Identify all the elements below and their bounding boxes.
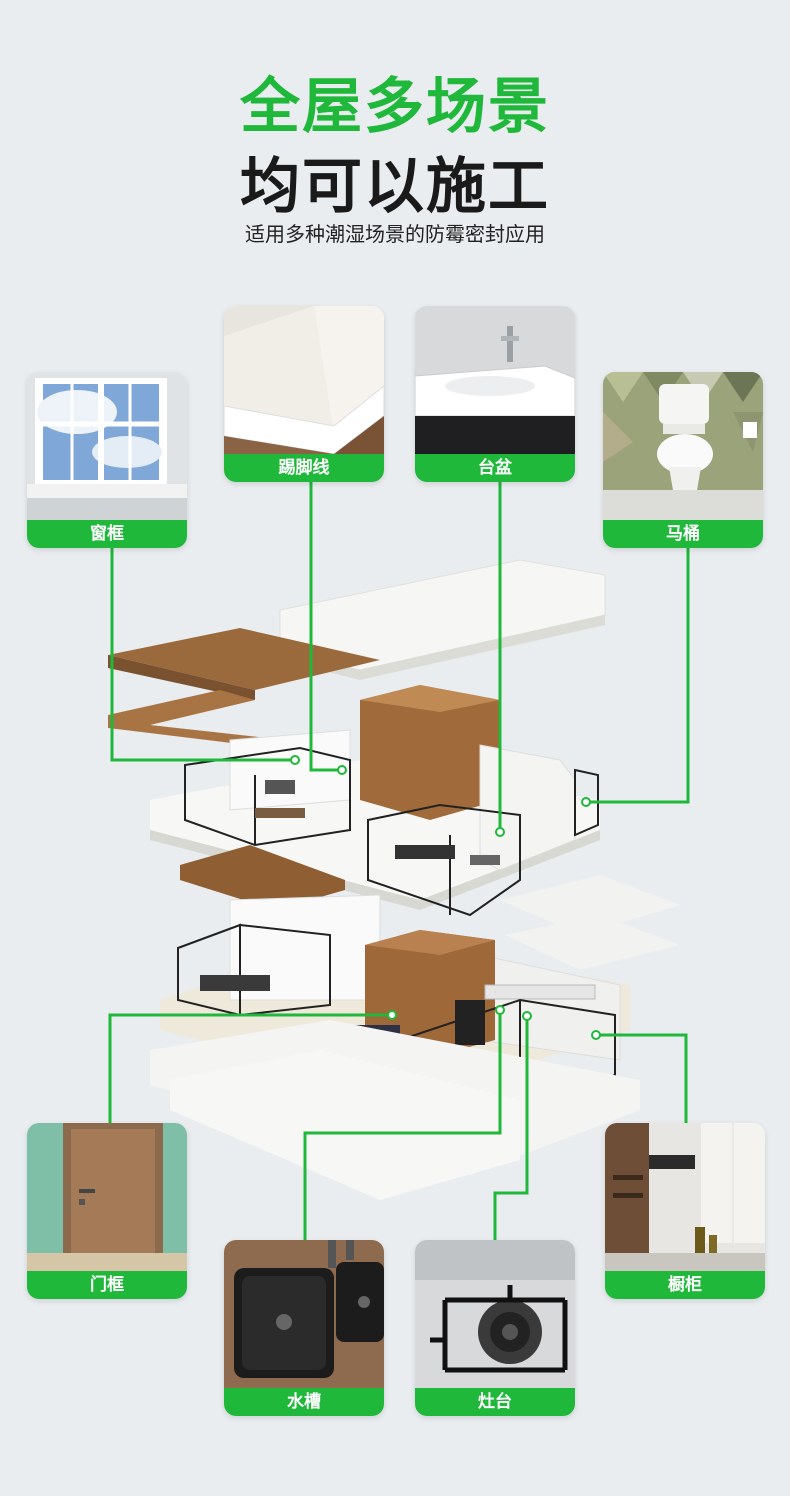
basin-photo (415, 306, 575, 454)
stove-icon (415, 1240, 575, 1388)
scene-card-baseboard: 踢脚线 (224, 306, 384, 482)
window-frame-icon (27, 372, 187, 520)
scene-card-cabinet: 橱柜 (605, 1123, 765, 1299)
door-frame-icon (27, 1123, 187, 1271)
scene-card-window-frame: 窗框 (27, 372, 187, 548)
baseboard-icon (224, 306, 384, 454)
scene-card-door-frame: 门框 (27, 1123, 187, 1299)
sink-label: 水槽 (224, 1388, 384, 1416)
scene-card-basin: 台盆 (415, 306, 575, 482)
basin-label: 台盆 (415, 454, 575, 482)
door-frame-photo (27, 1123, 187, 1271)
basin-icon (415, 306, 575, 454)
scene-card-stove: 灶台 (415, 1240, 575, 1416)
cabinet-icon (605, 1123, 765, 1271)
cabinet-label: 橱柜 (605, 1271, 765, 1299)
toilet-icon (603, 372, 763, 520)
baseboard-photo (224, 306, 384, 454)
headline-dark: 均可以施工 (240, 152, 550, 222)
subtitle: 适用多种潮湿场景的防霉密封应用 (245, 222, 545, 246)
baseboard-label: 踢脚线 (224, 454, 384, 482)
toilet-label: 马桶 (603, 520, 763, 548)
window-frame-label: 窗框 (27, 520, 187, 548)
headline-green: 全屋多场景 (240, 72, 550, 142)
scene-card-sink: 水槽 (224, 1240, 384, 1416)
window-frame-photo (27, 372, 187, 520)
scene-card-toilet: 马桶 (603, 372, 763, 548)
sink-photo (224, 1240, 384, 1388)
door-frame-label: 门框 (27, 1271, 187, 1299)
toilet-photo (603, 372, 763, 520)
cabinet-photo (605, 1123, 765, 1271)
stove-photo (415, 1240, 575, 1388)
stove-label: 灶台 (415, 1388, 575, 1416)
sink-icon (224, 1240, 384, 1388)
